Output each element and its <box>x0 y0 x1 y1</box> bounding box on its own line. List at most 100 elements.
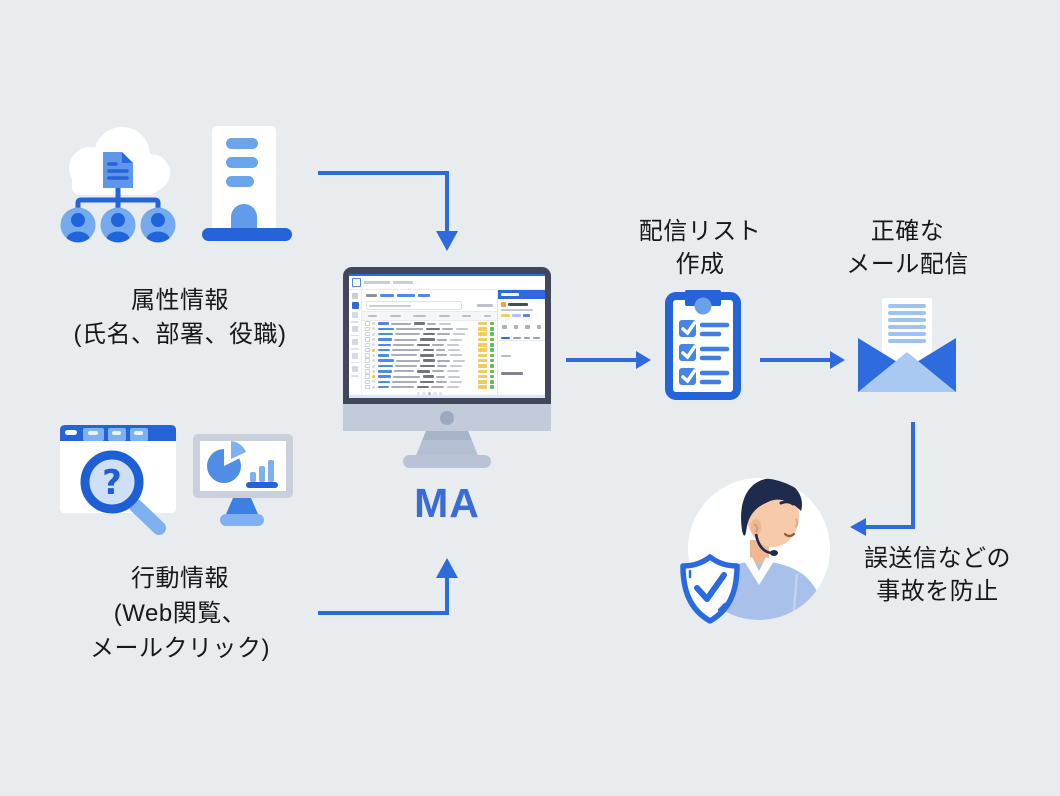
skeleton-bar <box>447 375 460 378</box>
skeleton-bar <box>372 353 375 357</box>
skeleton-bar <box>433 392 437 396</box>
screen-table-row <box>362 384 497 390</box>
skeleton-bar <box>365 384 370 390</box>
headset-mic-icon <box>754 533 772 555</box>
skeleton-bar <box>391 322 411 325</box>
skeleton-bar <box>489 358 494 363</box>
skeleton-bar <box>425 327 440 331</box>
arrow-behavior-to-ma <box>318 558 458 615</box>
arrow-mail-to-agent <box>850 422 915 536</box>
skeleton-bar <box>478 337 487 342</box>
screen-table-row <box>362 321 497 326</box>
skeleton-bar <box>478 343 487 347</box>
magnifier-icon: ? <box>80 450 166 535</box>
skeleton-bar <box>372 343 375 347</box>
skeleton-bar <box>427 322 436 325</box>
open-mail-icon <box>858 298 956 392</box>
skeleton-bar <box>525 324 530 330</box>
skeleton-bar <box>489 374 494 379</box>
ma-software-screen <box>349 274 545 398</box>
skeleton-bar <box>351 348 359 350</box>
skeleton-bar <box>523 313 530 317</box>
skeleton-bar <box>501 293 519 296</box>
skeleton-bar <box>413 315 427 317</box>
skeleton-bar <box>391 354 417 357</box>
skeleton-bar <box>446 386 459 389</box>
skeleton-bar <box>377 364 393 368</box>
screen-table-row <box>362 342 497 348</box>
skeleton-bar <box>489 343 494 347</box>
skeleton-bar <box>501 336 510 339</box>
pie-chart-icon <box>207 441 246 483</box>
skeleton-bar <box>377 348 390 352</box>
skeleton-bar <box>380 293 394 297</box>
skeleton-bar <box>501 372 523 375</box>
screen-table-row <box>362 331 497 337</box>
skeleton-bar <box>368 315 377 317</box>
skeleton-bar <box>416 392 421 396</box>
skeleton-bar <box>422 348 434 352</box>
skeleton-bar <box>395 365 417 368</box>
skeleton-bar <box>351 302 359 309</box>
panel-field <box>501 344 542 380</box>
skeleton-bar <box>442 327 453 330</box>
skeleton-bar <box>489 327 494 331</box>
skeleton-bar <box>462 315 472 317</box>
skeleton-bar <box>352 352 358 359</box>
skeleton-bar <box>377 359 394 362</box>
skeleton-bar <box>352 325 358 332</box>
skeleton-bar <box>397 293 415 297</box>
cloud-document-org-icon <box>60 127 176 243</box>
checklist-clipboard-icon <box>665 290 741 400</box>
skeleton-bar <box>489 380 494 384</box>
screen-table-row <box>362 353 497 358</box>
skeleton-bar <box>365 374 370 379</box>
skeleton-bar <box>489 332 494 336</box>
skeleton-bar <box>377 375 391 378</box>
svg-text:?: ? <box>102 463 122 503</box>
support-agent-avatar <box>680 478 830 624</box>
skeleton-bar <box>478 374 487 379</box>
attribute-info-label: 属性情報 (氏名、部署、役職) <box>73 287 287 348</box>
skeleton-bar <box>372 348 375 352</box>
skeleton-bar <box>393 343 414 346</box>
screen-table-rows <box>362 321 497 390</box>
skeleton-bar <box>478 321 487 326</box>
skeleton-bar <box>365 331 370 337</box>
skeleton-bar <box>437 333 450 336</box>
screen-sidebar <box>349 290 362 398</box>
checklist-rows <box>679 320 730 385</box>
skeleton-bar <box>392 349 420 352</box>
skeleton-bar <box>365 379 370 385</box>
skeleton-bar <box>365 353 370 358</box>
skeleton-bar <box>352 339 358 345</box>
skeleton-bar <box>507 302 528 306</box>
skeleton-bar <box>365 369 370 374</box>
screen-table-row <box>362 358 497 363</box>
skeleton-bar <box>419 380 434 384</box>
skeleton-bar <box>438 322 451 325</box>
skeleton-bar <box>477 304 493 307</box>
skeleton-bar <box>365 347 370 353</box>
skeleton-bar <box>372 322 375 326</box>
panel-fields <box>498 341 545 399</box>
skeleton-bar <box>489 353 494 358</box>
skeleton-bar <box>513 336 521 339</box>
skeleton-bar <box>524 336 530 339</box>
panel-header <box>498 290 545 299</box>
skeleton-bar <box>478 380 487 384</box>
skeleton-bar <box>365 326 370 332</box>
panel-tabs <box>498 332 545 341</box>
skeleton-bar <box>427 392 432 396</box>
screen-toolbar <box>362 290 497 300</box>
skeleton-bar <box>392 380 417 383</box>
skeleton-bar <box>351 361 359 363</box>
skeleton-bar <box>372 327 375 331</box>
skeleton-bar <box>422 359 435 362</box>
skeleton-bar <box>377 327 394 331</box>
skeleton-bar <box>377 338 392 341</box>
skeleton-bar <box>377 385 389 389</box>
skeleton-bar <box>416 385 429 389</box>
skeleton-bar <box>436 375 445 378</box>
accurate-mail-label: 正確な メール配信 <box>846 218 969 278</box>
